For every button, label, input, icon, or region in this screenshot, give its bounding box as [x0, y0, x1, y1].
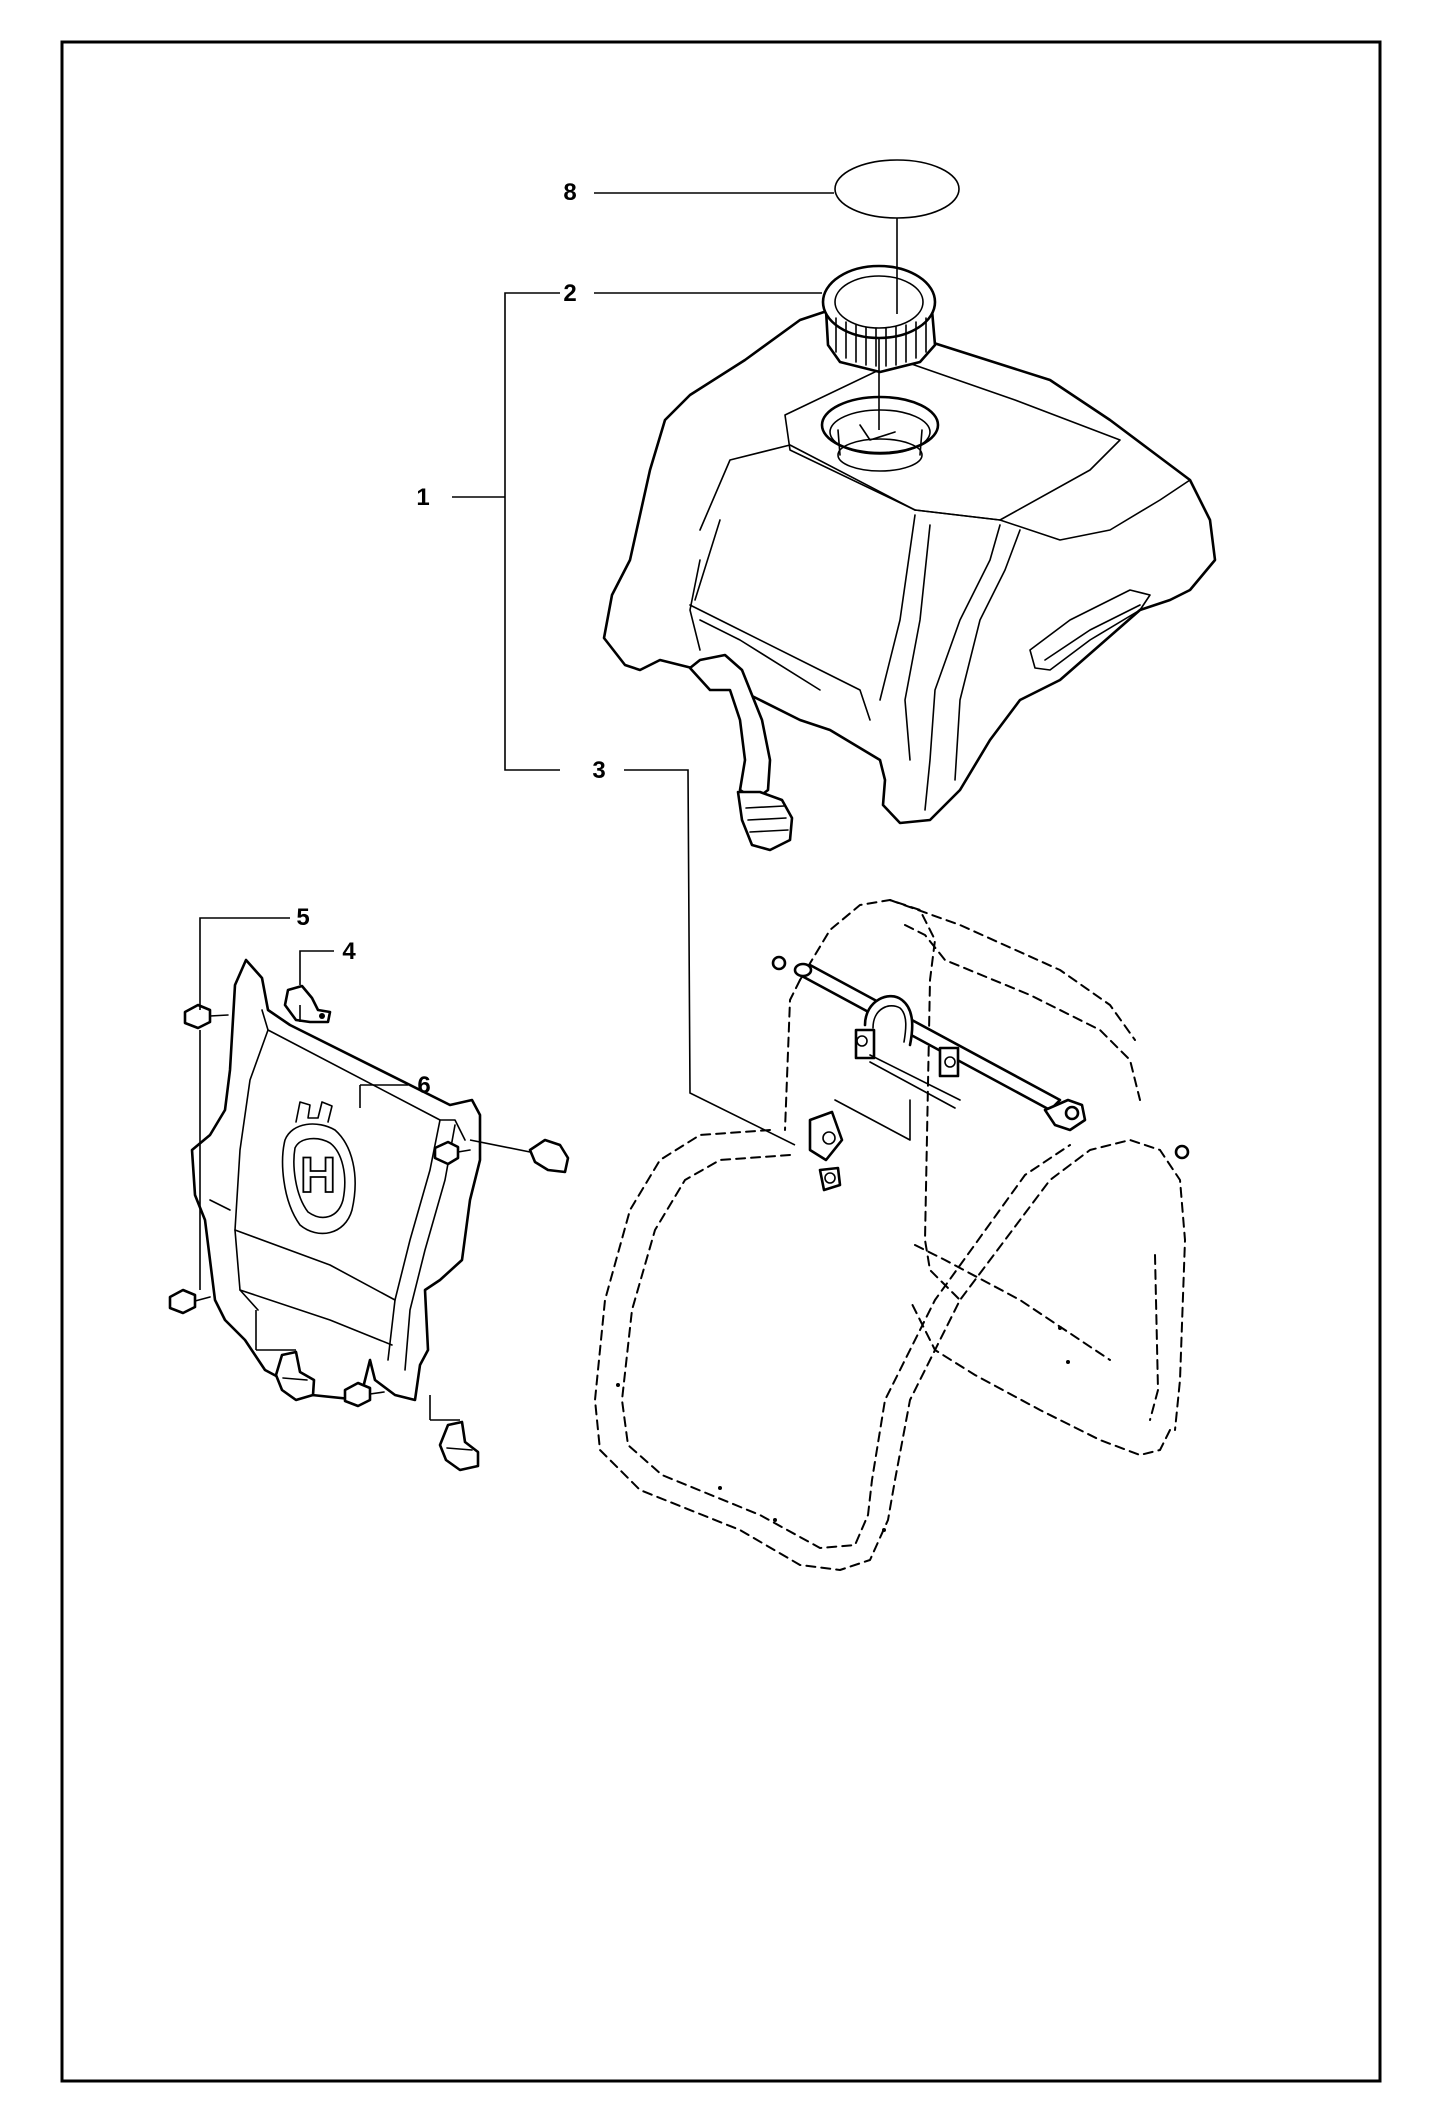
callout-6: 6	[417, 1072, 430, 1099]
callout-1: 1	[416, 484, 429, 511]
callout-4: 4	[342, 938, 356, 965]
callout-2: 2	[563, 280, 576, 307]
part-8-decal	[834, 159, 960, 219]
part-1-tank	[602, 308, 1217, 852]
frame-reference	[594, 899, 1190, 1571]
callout-3: 3	[592, 757, 605, 784]
callout-leaders	[199, 192, 898, 1421]
callout-5: 5	[296, 904, 309, 931]
page-border	[60, 40, 1382, 2083]
part-6-guard-plate: H	[190, 958, 482, 1402]
part-5-screws	[168, 1003, 471, 1408]
logo-letter: H	[300, 1147, 336, 1203]
callout-8: 8	[563, 179, 576, 206]
logo-emblem	[281, 1123, 356, 1235]
part-4-clamps	[274, 984, 570, 1472]
